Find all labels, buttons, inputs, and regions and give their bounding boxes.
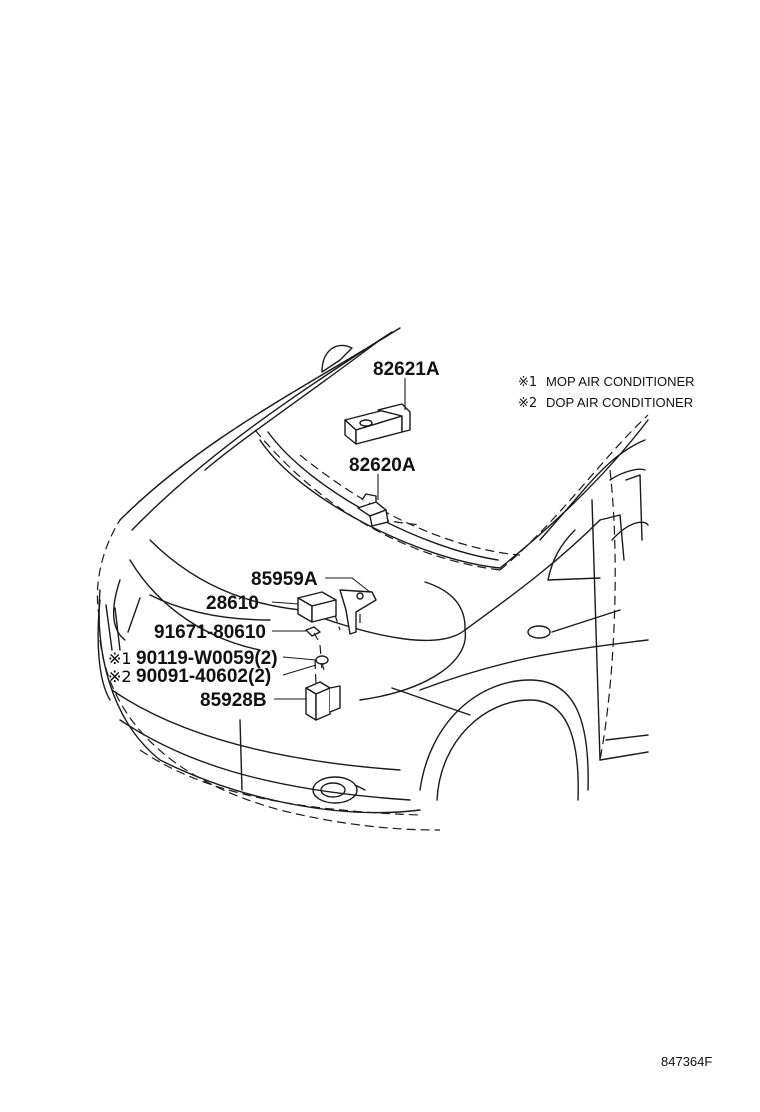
part-label-90119-W0059: 90119-W0059(2) [136, 648, 278, 669]
part-marker-1: ※1 [108, 649, 132, 668]
part-label-28610: 28610 [206, 593, 259, 614]
part-label-82620A: 82620A [349, 455, 416, 476]
part-85928B-drawing [305, 681, 341, 721]
note-symbol-1: ※1 [518, 375, 537, 390]
part-label-90091-40602: 90091-40602(2) [136, 666, 271, 687]
part-82620A-drawing [357, 493, 389, 527]
note-text-2: DOP AIR CONDITIONER [546, 395, 693, 410]
part-marker-2: ※2 [108, 667, 132, 686]
part-label-91671-80610: 91671-80610 [154, 622, 266, 643]
part-91671-80610-drawing [305, 626, 321, 641]
part-82621A-drawing [344, 403, 411, 445]
leader-lines [271, 378, 406, 700]
phantom-lines [96, 327, 649, 831]
notes-legend: ※1 MOP AIR CONDITIONER ※2 DOP AIR CONDIT… [518, 374, 695, 411]
diagram-id: 847364F [661, 1054, 712, 1069]
part-28610-drawing [297, 591, 337, 623]
part-85959A-drawing [339, 589, 377, 635]
note-text-1: MOP AIR CONDITIONER [546, 374, 695, 389]
note-symbol-2: ※2 [518, 396, 537, 411]
part-label-85928B: 85928B [200, 690, 267, 711]
part-labels: 82621A 82620A 85959A 28610 91671-80610 ※… [108, 359, 440, 711]
part-label-82621A: 82621A [373, 359, 440, 380]
part-label-85959A: 85959A [251, 569, 318, 590]
